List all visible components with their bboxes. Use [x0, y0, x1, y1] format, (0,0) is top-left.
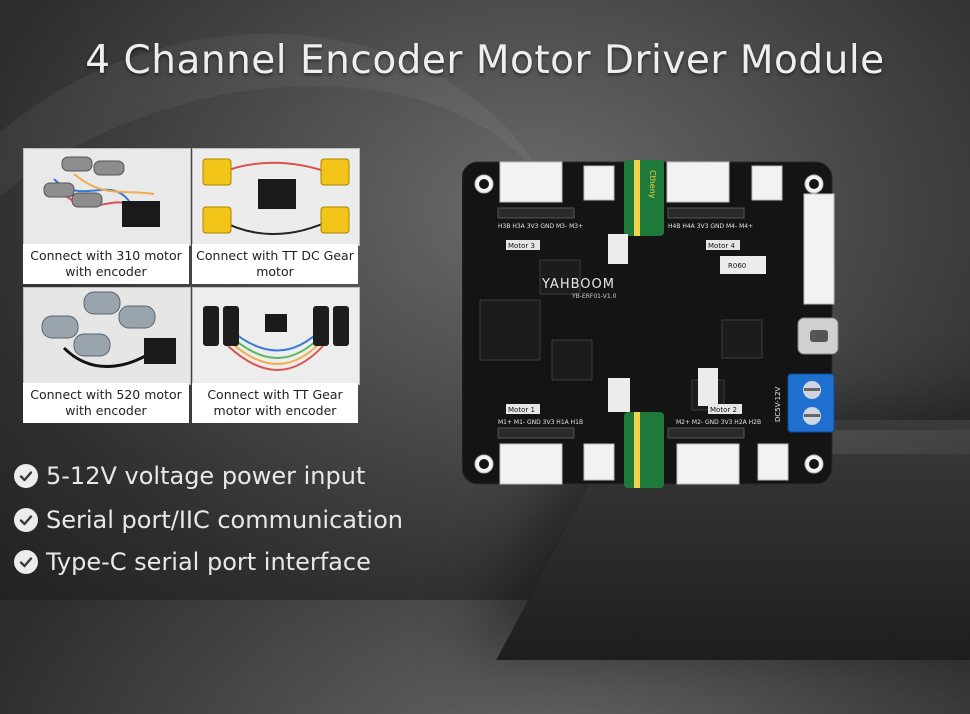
board-model: YB-ERF01-V1.0 — [571, 293, 617, 300]
photo-tt-dc-motor — [193, 149, 359, 245]
feature-text: Serial port/IIC communication — [46, 506, 403, 534]
feature-power-input: 5-12V voltage power input — [14, 462, 365, 490]
caption-520-motor: Connect with 520 motor with encoder — [23, 383, 189, 423]
board-pins-top-right: H4B H4A 3V3 GND M4- M4+ — [668, 223, 753, 230]
check-circle-icon — [14, 508, 38, 532]
feature-text: 5-12V voltage power input — [46, 462, 366, 490]
board-capacitor-label: Ctheny — [648, 170, 657, 199]
feature-type-c: Type-C serial port interface — [14, 548, 371, 576]
thumbnail-tt-dc-motor — [192, 148, 360, 246]
check-circle-icon — [14, 464, 38, 488]
board-pins-bottom-right: M2+ M2- GND 3V3 H2A H2B — [676, 419, 761, 426]
board-resistor-label: R060 — [728, 262, 746, 270]
caption-310-motor: Connect with 310 motor with encoder — [23, 244, 189, 284]
motor-driver-board: H3B H3A 3V3 GND M3- M3+ H4B H4A 3V3 GND … — [462, 160, 842, 490]
photo-tt-encoder-motor — [193, 288, 359, 384]
photo-310-motor — [24, 149, 190, 245]
board-motor-3-label: Motor 3 — [508, 242, 535, 250]
feature-text: Type-C serial port interface — [46, 548, 371, 576]
photo-520-motor — [24, 288, 190, 384]
board-illustration: H3B H3A 3V3 GND M3- M3+ H4B H4A 3V3 GND … — [462, 160, 839, 488]
board-motor-2-label: Motor 2 — [710, 406, 737, 414]
board-pins-bottom-left: M1+ M1- GND 3V3 H1A H1B — [498, 419, 583, 426]
check-circle-icon — [14, 550, 38, 574]
board-pins-top-left: H3B H3A 3V3 GND M3- M3+ — [498, 223, 583, 230]
caption-tt-dc-motor: Connect with TT DC Gear motor — [192, 244, 358, 284]
feature-communication: Serial port/IIC communication — [14, 506, 403, 534]
board-motor-1-label: Motor 1 — [508, 406, 535, 414]
thumbnail-310-motor — [23, 148, 191, 246]
thumbnail-520-motor — [23, 287, 191, 385]
caption-tt-encoder-motor: Connect with TT Gear motor with encoder — [192, 383, 358, 423]
thumbnail-tt-encoder-motor — [192, 287, 360, 385]
board-brand: YAHBOOM — [541, 277, 615, 292]
board-motor-4-label: Motor 4 — [708, 242, 735, 250]
page-title: 4 Channel Encoder Motor Driver Module — [85, 38, 885, 83]
board-power-label: DC5V-12V — [774, 386, 782, 422]
